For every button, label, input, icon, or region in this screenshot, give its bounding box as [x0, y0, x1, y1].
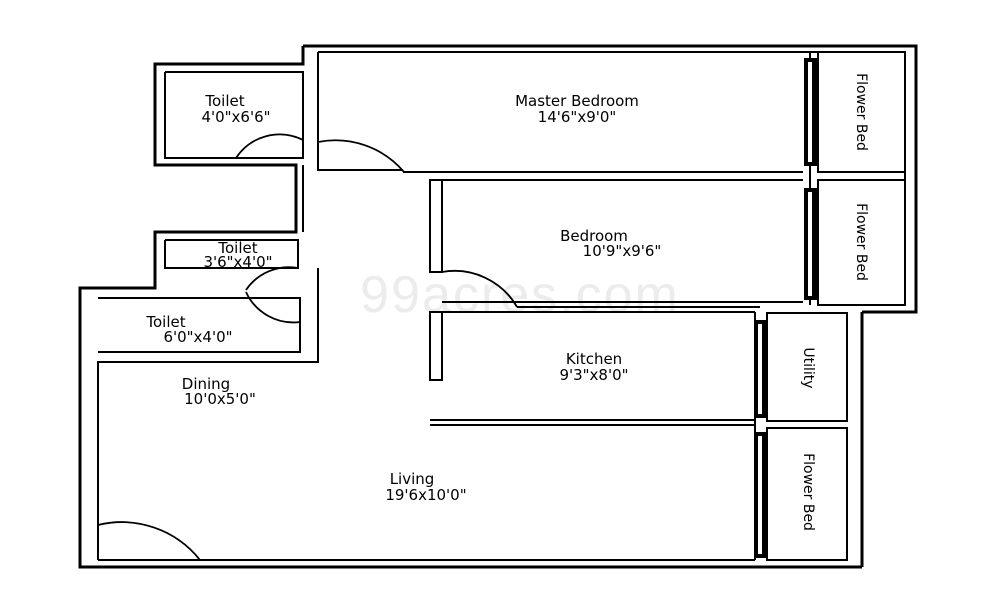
- toilet-2-name: Toilet: [217, 239, 257, 257]
- flower-bed-1-label: Flower Bed: [853, 73, 869, 151]
- door-swings: [97, 133, 518, 561]
- kitchen-name: Kitchen: [566, 350, 622, 368]
- side-labels: Flower Bed Flower Bed Utility Flower Bed: [800, 73, 869, 531]
- kitchen-dims: 9'3"x8'0": [559, 366, 628, 384]
- toilet-1-dims: 4'0"x6'6": [201, 108, 270, 126]
- master-bedroom-name: Master Bedroom: [515, 92, 639, 110]
- bedroom-dims: 10'9"x9'6": [583, 242, 662, 260]
- flower-bed-3-label: Flower Bed: [800, 453, 816, 531]
- living-dims: 19'6x10'0": [385, 486, 466, 504]
- toilet-1-name: Toilet: [204, 92, 244, 110]
- toilet-2-dims: 3'6"x4'0": [203, 253, 272, 271]
- flower-bed-2-label: Flower Bed: [853, 203, 869, 281]
- toilet-3-dims: 6'0"x4'0": [163, 328, 232, 346]
- dining-dims: 10'0x5'0": [184, 390, 256, 408]
- inner-partitions: [200, 51, 906, 561]
- toilet-3-name: Toilet: [145, 313, 185, 331]
- windows: [754, 58, 818, 558]
- room-labels: Toilet 4'0"x6'6" Master Bedroom 14'6"x9'…: [145, 92, 661, 504]
- watermark: 99acres.com: [360, 266, 680, 324]
- utility-label: Utility: [800, 347, 816, 388]
- master-bedroom-dims: 14'6"x9'0": [538, 108, 617, 126]
- bedroom-name: Bedroom: [560, 227, 628, 245]
- dining-name: Dining: [182, 375, 230, 393]
- living-name: Living: [390, 470, 435, 488]
